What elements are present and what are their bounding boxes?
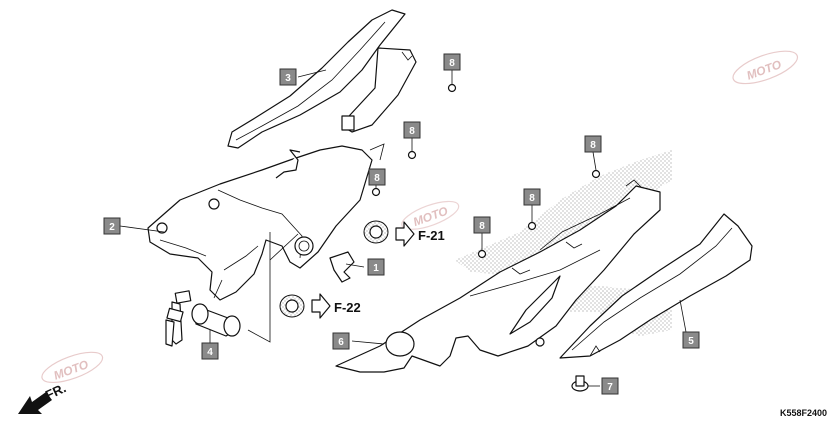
screw-8-e xyxy=(527,221,537,231)
callout-label: 3 xyxy=(285,73,291,84)
reference-arrow-f21[interactable]: F-21 xyxy=(395,221,445,247)
part-6-right-side-cover xyxy=(335,179,661,373)
screw-8-c xyxy=(371,187,381,197)
callout-label: 8 xyxy=(409,126,415,137)
callout-label: 8 xyxy=(449,58,455,69)
callout-1[interactable]: 1 xyxy=(367,258,385,276)
part-7-rivet xyxy=(571,375,589,392)
callout-8-b[interactable]: 8 xyxy=(403,121,421,139)
callout-label: 8 xyxy=(529,193,535,204)
front-direction-indicator: FR. xyxy=(18,380,68,414)
front-label: FR. xyxy=(43,380,68,402)
screw-8-f xyxy=(477,249,487,259)
screw-8-d xyxy=(591,169,601,179)
grommet-upper xyxy=(363,220,389,244)
watermark-logo-bottom-left: MOTO xyxy=(41,351,104,384)
part-1-clip xyxy=(329,251,355,283)
screw-8-b xyxy=(407,150,417,160)
callout-2[interactable]: 2 xyxy=(103,217,121,235)
watermark-logo-top-right: MOTO xyxy=(732,50,799,85)
part-5-tail-piece xyxy=(559,213,753,359)
callout-label: 2 xyxy=(109,222,115,233)
callout-label: 6 xyxy=(338,337,344,348)
callout-label: 1 xyxy=(373,263,379,274)
screw-8-a xyxy=(447,83,457,93)
callout-8-e[interactable]: 8 xyxy=(523,188,541,206)
part-2-left-side-cover xyxy=(147,143,385,301)
callout-label: 7 xyxy=(607,382,613,393)
callout-label: 4 xyxy=(207,347,213,358)
leader-lines xyxy=(119,69,687,387)
callout-8-c[interactable]: 8 xyxy=(368,168,386,186)
reference-f22-label: F-22 xyxy=(334,300,361,315)
callout-label: 8 xyxy=(374,173,380,184)
callout-label: 5 xyxy=(688,336,694,347)
reference-f21-label: F-21 xyxy=(418,228,445,243)
callout-label: 8 xyxy=(590,140,596,151)
callout-8-a[interactable]: 8 xyxy=(443,53,461,71)
part-3-rail-cover xyxy=(227,9,417,149)
callout-5[interactable]: 5 xyxy=(682,331,700,349)
callout-8-f[interactable]: 8 xyxy=(473,216,491,234)
callout-label: 8 xyxy=(479,221,485,232)
callout-3[interactable]: 3 xyxy=(279,68,297,86)
callout-8-d[interactable]: 8 xyxy=(584,135,602,153)
front-arrow-icon xyxy=(18,392,52,414)
callout-7[interactable]: 7 xyxy=(601,377,619,395)
reference-arrow-f22[interactable]: F-22 xyxy=(311,293,361,319)
callout-4[interactable]: 4 xyxy=(201,342,219,360)
diagram-code: K558F2400 xyxy=(780,408,827,418)
callout-6[interactable]: 6 xyxy=(332,332,350,350)
grommet-lower xyxy=(279,294,305,318)
part-4-key-lock xyxy=(165,290,241,347)
